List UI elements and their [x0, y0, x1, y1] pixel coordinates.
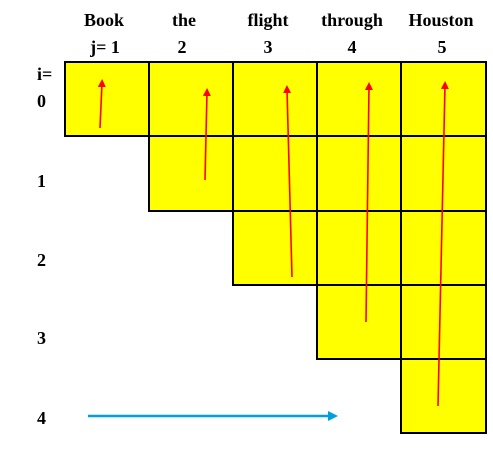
chart-cell: [316, 135, 402, 212]
word-header: the: [172, 10, 196, 30]
chart-cells: [64, 61, 487, 434]
chart-cell: [316, 284, 402, 360]
chart-cell: [400, 358, 487, 434]
chart-cell: [64, 61, 150, 137]
column-fill-arrow: [437, 81, 449, 407]
column-index-label: 3: [264, 37, 273, 57]
column-fill-arrows: [97, 79, 449, 407]
chart-cell: [148, 61, 234, 137]
column-index-label: 4: [348, 37, 357, 57]
row-index-label: 2: [37, 250, 46, 270]
column-fill-arrow: [364, 82, 373, 323]
chart-cell: [316, 210, 402, 286]
chart-cell: [316, 61, 402, 137]
column-index-label: 2: [178, 37, 187, 57]
chart-cell: [232, 210, 318, 286]
word-header: through: [321, 10, 383, 30]
word-header: Houston: [408, 10, 473, 30]
row-index-label: 4: [37, 408, 46, 428]
row-index-label: 3: [37, 328, 46, 348]
word-header: flight: [247, 10, 288, 30]
chart-cell: [232, 61, 318, 137]
column-fill-arrow: [283, 85, 293, 278]
chart-cell: [148, 135, 234, 212]
chart-cell: [400, 284, 487, 360]
row-index-label: 0: [37, 91, 46, 111]
row-index-label: i=: [37, 64, 52, 84]
column-fill-arrow: [202, 88, 211, 181]
chart-cell: [400, 210, 487, 286]
row-index-label: 1: [37, 171, 46, 191]
word-header: Book: [84, 10, 124, 30]
column-index-label: j= 1: [89, 37, 120, 57]
chart-cell: [232, 135, 318, 212]
column-index-label: 5: [438, 37, 447, 57]
column-fill-arrow: [97, 79, 106, 129]
